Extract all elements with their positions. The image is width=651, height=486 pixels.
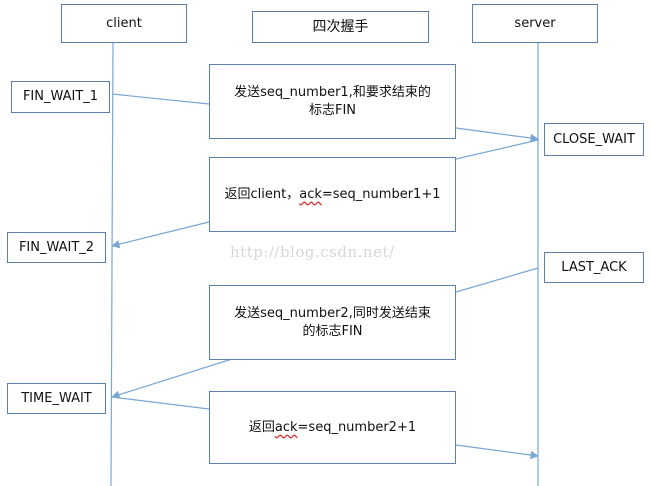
arrow-ack2-b: [455, 444, 539, 460]
state-last-ack: LAST_ACK: [544, 252, 644, 283]
state-label: CLOSE_WAIT: [553, 131, 635, 147]
message-text: 返回ack=seq_number2+1: [249, 419, 416, 437]
message-suffix: =seq_number2+1: [297, 419, 417, 435]
message-ack-2: 返回ack=seq_number2+1: [209, 391, 456, 464]
arrow-fin2-a: [455, 267, 539, 293]
watermark: http://blog.csdn.net/: [230, 243, 395, 261]
message-fin-2: 发送seq_number2,同时发送结束 的标志FIN: [209, 285, 456, 360]
state-label: TIME_WAIT: [21, 390, 92, 406]
state-label: LAST_ACK: [561, 259, 627, 275]
arrow-fin1-a: [111, 93, 210, 105]
state-close-wait: CLOSE_WAIT: [544, 123, 644, 156]
message-ack-1: 返回client，ack=seq_number1+1: [209, 157, 456, 232]
message-line: 发送seq_number2,同时发送结束: [234, 305, 431, 321]
message-line: 发送seq_number1,和要求结束的: [234, 84, 431, 100]
message-ack-word: ack: [299, 186, 322, 202]
client-header: client: [61, 4, 187, 43]
server-header: server: [472, 4, 598, 43]
message-fin-1: 发送seq_number1,和要求结束的 标志FIN: [209, 64, 456, 139]
message-prefix: 返回: [248, 419, 275, 435]
state-label: FIN_WAIT_1: [22, 89, 99, 104]
message-suffix: =seq_number1+1: [321, 186, 441, 202]
diagram-title: 四次握手: [252, 11, 429, 43]
client-lifeline: [110, 42, 114, 486]
arrow-ack1-b: [111, 221, 210, 249]
arrow-fin2-b: [111, 358, 233, 399]
message-line: 标志FIN: [308, 102, 357, 118]
message-ack-word: ack: [274, 419, 298, 435]
server-header-label: server: [514, 15, 556, 31]
arrow-ack1-a: [455, 139, 539, 160]
client-header-label: client: [106, 15, 142, 31]
arrow-fin1-b: [455, 127, 539, 143]
state-label: FIN_WAIT_2: [18, 239, 95, 255]
message-line: 的标志FIN: [302, 323, 363, 339]
message-prefix: 返回client，: [224, 186, 300, 202]
diagram-title-text: 四次握手: [312, 19, 369, 35]
state-fin-wait-2: FIN_WAIT_2: [7, 232, 106, 263]
state-fin-wait-1: FIN_WAIT_1: [11, 81, 110, 113]
state-time-wait: TIME_WAIT: [7, 383, 106, 414]
arrow-ack2-a: [111, 396, 210, 410]
message-text: 返回client，ack=seq_number1+1: [225, 186, 441, 204]
